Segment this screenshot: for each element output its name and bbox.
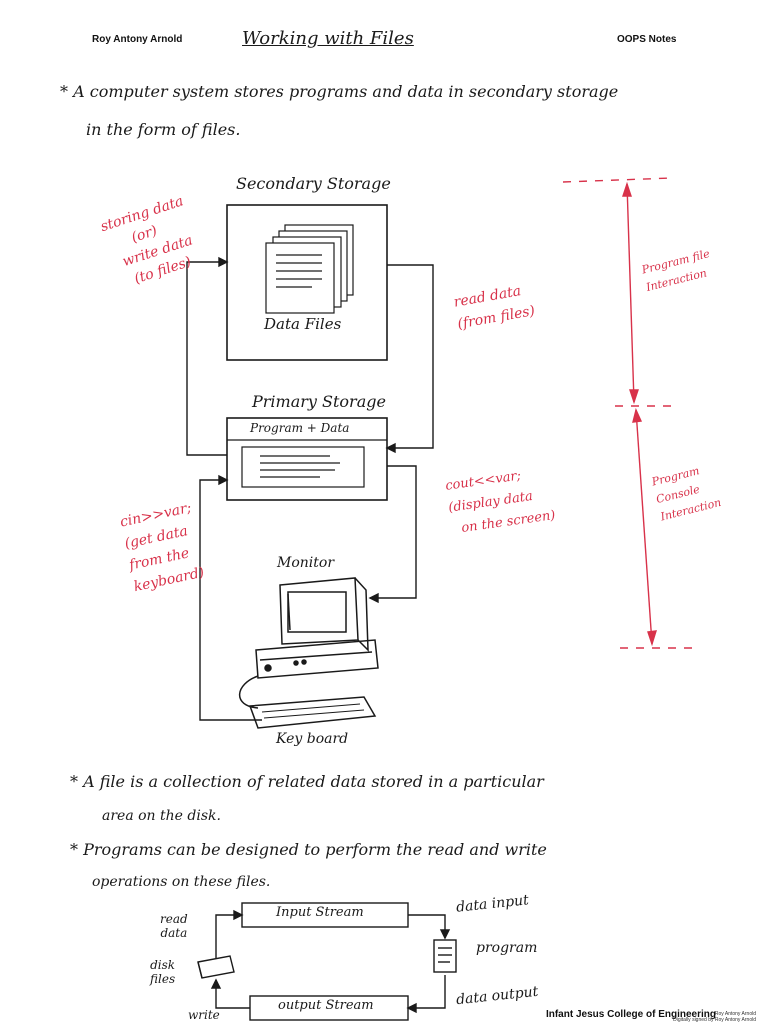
interaction-brackets: [562, 177, 700, 649]
secondary-storage-box: [226, 204, 388, 361]
read-data-line: read: [160, 912, 188, 926]
programs-line-1: * Programs can be designed to perform th…: [70, 840, 547, 859]
primary-storage-label: Primary Storage: [252, 392, 386, 411]
disk-files-line: disk: [150, 958, 176, 972]
page-title: Working with Files: [242, 28, 414, 49]
file-definition-line-2: area on the disk.: [102, 808, 221, 824]
digital-signature: Roy Antony Arnold Digitally signed by Ro…: [673, 1011, 756, 1023]
disk-icon: [197, 955, 235, 979]
data-files-icon: [265, 224, 354, 314]
disk-files-line: files: [150, 972, 176, 986]
read-data-line: data: [160, 926, 188, 940]
disk-files-label: disk files: [150, 958, 175, 986]
program-label: program: [476, 940, 538, 956]
intro-line-1: * A computer system stores programs and …: [60, 82, 619, 101]
keyboard-label: Key board: [276, 731, 349, 747]
signature-note: Digitally signed by Roy Antony Arnold: [673, 1017, 756, 1023]
monitor-label: Monitor: [277, 555, 335, 571]
secondary-storage-label: Secondary Storage: [236, 174, 391, 193]
college-name: Infant Jesus College of Engineering: [545, 1009, 716, 1020]
input-stream-label: Input Stream: [276, 905, 364, 920]
write-label: write: [188, 1008, 220, 1022]
read-data-label: read data: [160, 912, 188, 940]
data-files-label: Data Files: [264, 315, 342, 333]
author-name: Roy Antony Arnold: [92, 34, 183, 45]
program-data-label: Program + Data: [250, 421, 350, 435]
programs-line-2: operations on these files.: [92, 874, 271, 890]
output-stream-label: output Stream: [278, 998, 374, 1013]
program-data-icon: [241, 446, 365, 488]
primary-storage-box: [226, 417, 388, 501]
intro-line-2: in the form of files.: [86, 120, 241, 139]
program-icon: [433, 939, 457, 973]
signature-name: Roy Antony Arnold: [714, 1011, 756, 1017]
file-definition-line-1: * A file is a collection of related data…: [70, 772, 544, 791]
course-name: OOPS Notes: [617, 34, 677, 45]
stream-diagram: [197, 902, 457, 1021]
computer-icon: [238, 577, 379, 729]
